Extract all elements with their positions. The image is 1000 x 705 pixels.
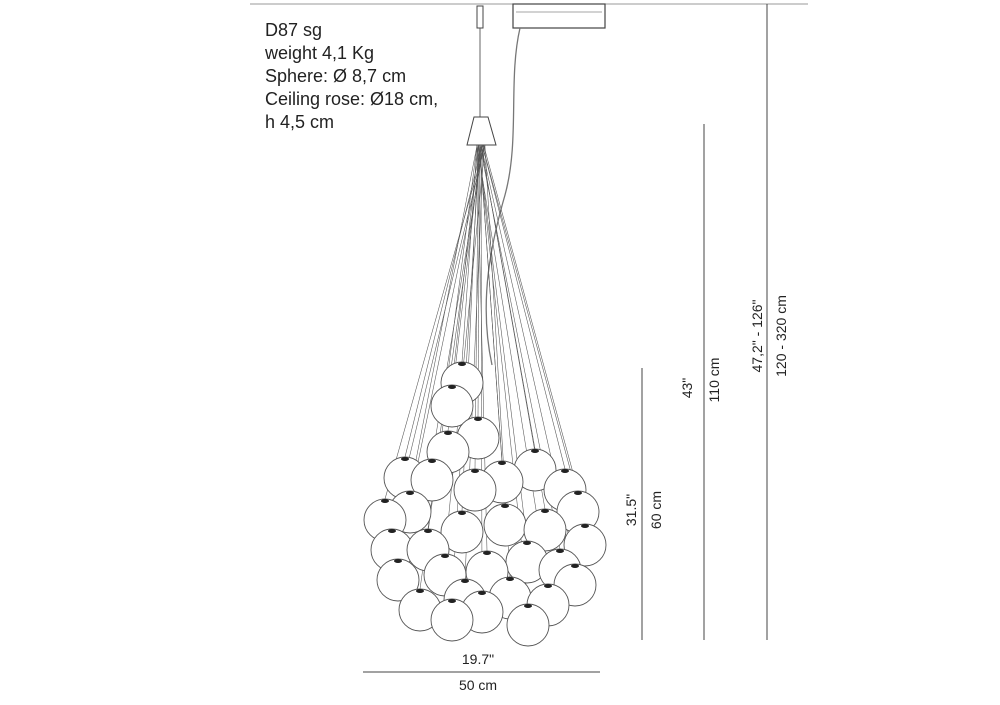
sphere-cap xyxy=(448,385,456,389)
canopy-cone xyxy=(466,116,497,146)
sphere-cap xyxy=(561,469,569,473)
width-inches-label: 19.7" xyxy=(462,651,494,667)
suspension-wire xyxy=(479,144,506,505)
sphere-cap xyxy=(483,551,491,555)
sphere-cap xyxy=(478,591,486,595)
sphere-cap xyxy=(424,529,432,533)
sphere-cluster xyxy=(363,361,607,647)
sphere-cap xyxy=(571,564,579,568)
sphere-cap xyxy=(581,524,589,528)
suspension-wire xyxy=(480,144,483,592)
sphere-cap xyxy=(501,504,509,508)
mid-height-cm-label: 110 cm xyxy=(706,358,722,403)
sphere-cap xyxy=(506,577,514,581)
total-height-cm-label: 120 - 320 cm xyxy=(773,295,789,377)
sphere-cap xyxy=(406,491,414,495)
suspension-wire xyxy=(483,144,579,492)
sphere-cap xyxy=(458,362,466,366)
sphere-cap xyxy=(474,417,482,421)
sphere-cap xyxy=(401,457,409,461)
glass-sphere xyxy=(453,468,497,512)
sphere-cap xyxy=(394,559,402,563)
suspension-wire xyxy=(409,144,478,492)
sphere-spec: Sphere: Ø 8,7 cm xyxy=(265,66,407,86)
mid-height-inches-label: 43" xyxy=(679,378,695,399)
width-cm-label: 50 cm xyxy=(459,677,497,693)
glass-sphere xyxy=(506,603,550,647)
sphere-cap xyxy=(541,509,549,513)
sphere-cap xyxy=(444,431,452,435)
sphere-cap xyxy=(556,549,564,553)
glass-sphere xyxy=(483,503,527,547)
sphere-cap xyxy=(458,511,466,515)
sphere-cap xyxy=(448,599,456,603)
ceiling-anchor xyxy=(476,5,484,117)
sphere-cap xyxy=(544,584,552,588)
ceiling-rose-spec: Ceiling rose: Ø18 cm, xyxy=(265,89,439,109)
sphere-cap xyxy=(574,491,582,495)
ceiling-rose xyxy=(512,3,606,29)
suspension-wire xyxy=(384,144,486,500)
suspension-wire xyxy=(482,144,586,525)
sphere-cap xyxy=(416,589,424,593)
weight-spec: weight 4,1 Kg xyxy=(265,43,375,63)
sphere-cap xyxy=(461,579,469,583)
ceiling-rose-height-spec: h 4,5 cm xyxy=(265,112,335,132)
sphere-cap xyxy=(531,449,539,453)
power-cable xyxy=(485,27,521,366)
cluster-height-cm-label: 60 cm xyxy=(648,491,664,529)
total-height-inches-label: 47,2" - 126" xyxy=(749,299,765,372)
cluster-height-inches-label: 31.5" xyxy=(623,494,639,526)
model-name: D87 sg xyxy=(265,20,323,40)
sphere-cap xyxy=(441,554,449,558)
sphere-cap xyxy=(498,461,506,465)
suspension-wire xyxy=(404,144,483,458)
sphere-cap xyxy=(524,604,532,608)
sphere-cap xyxy=(471,469,479,473)
sphere-cap xyxy=(381,499,389,503)
glass-sphere xyxy=(430,598,474,642)
suspension-wire xyxy=(482,144,566,470)
sphere-cap xyxy=(523,541,531,545)
sphere-cap xyxy=(428,459,436,463)
sphere-cap xyxy=(388,529,396,533)
